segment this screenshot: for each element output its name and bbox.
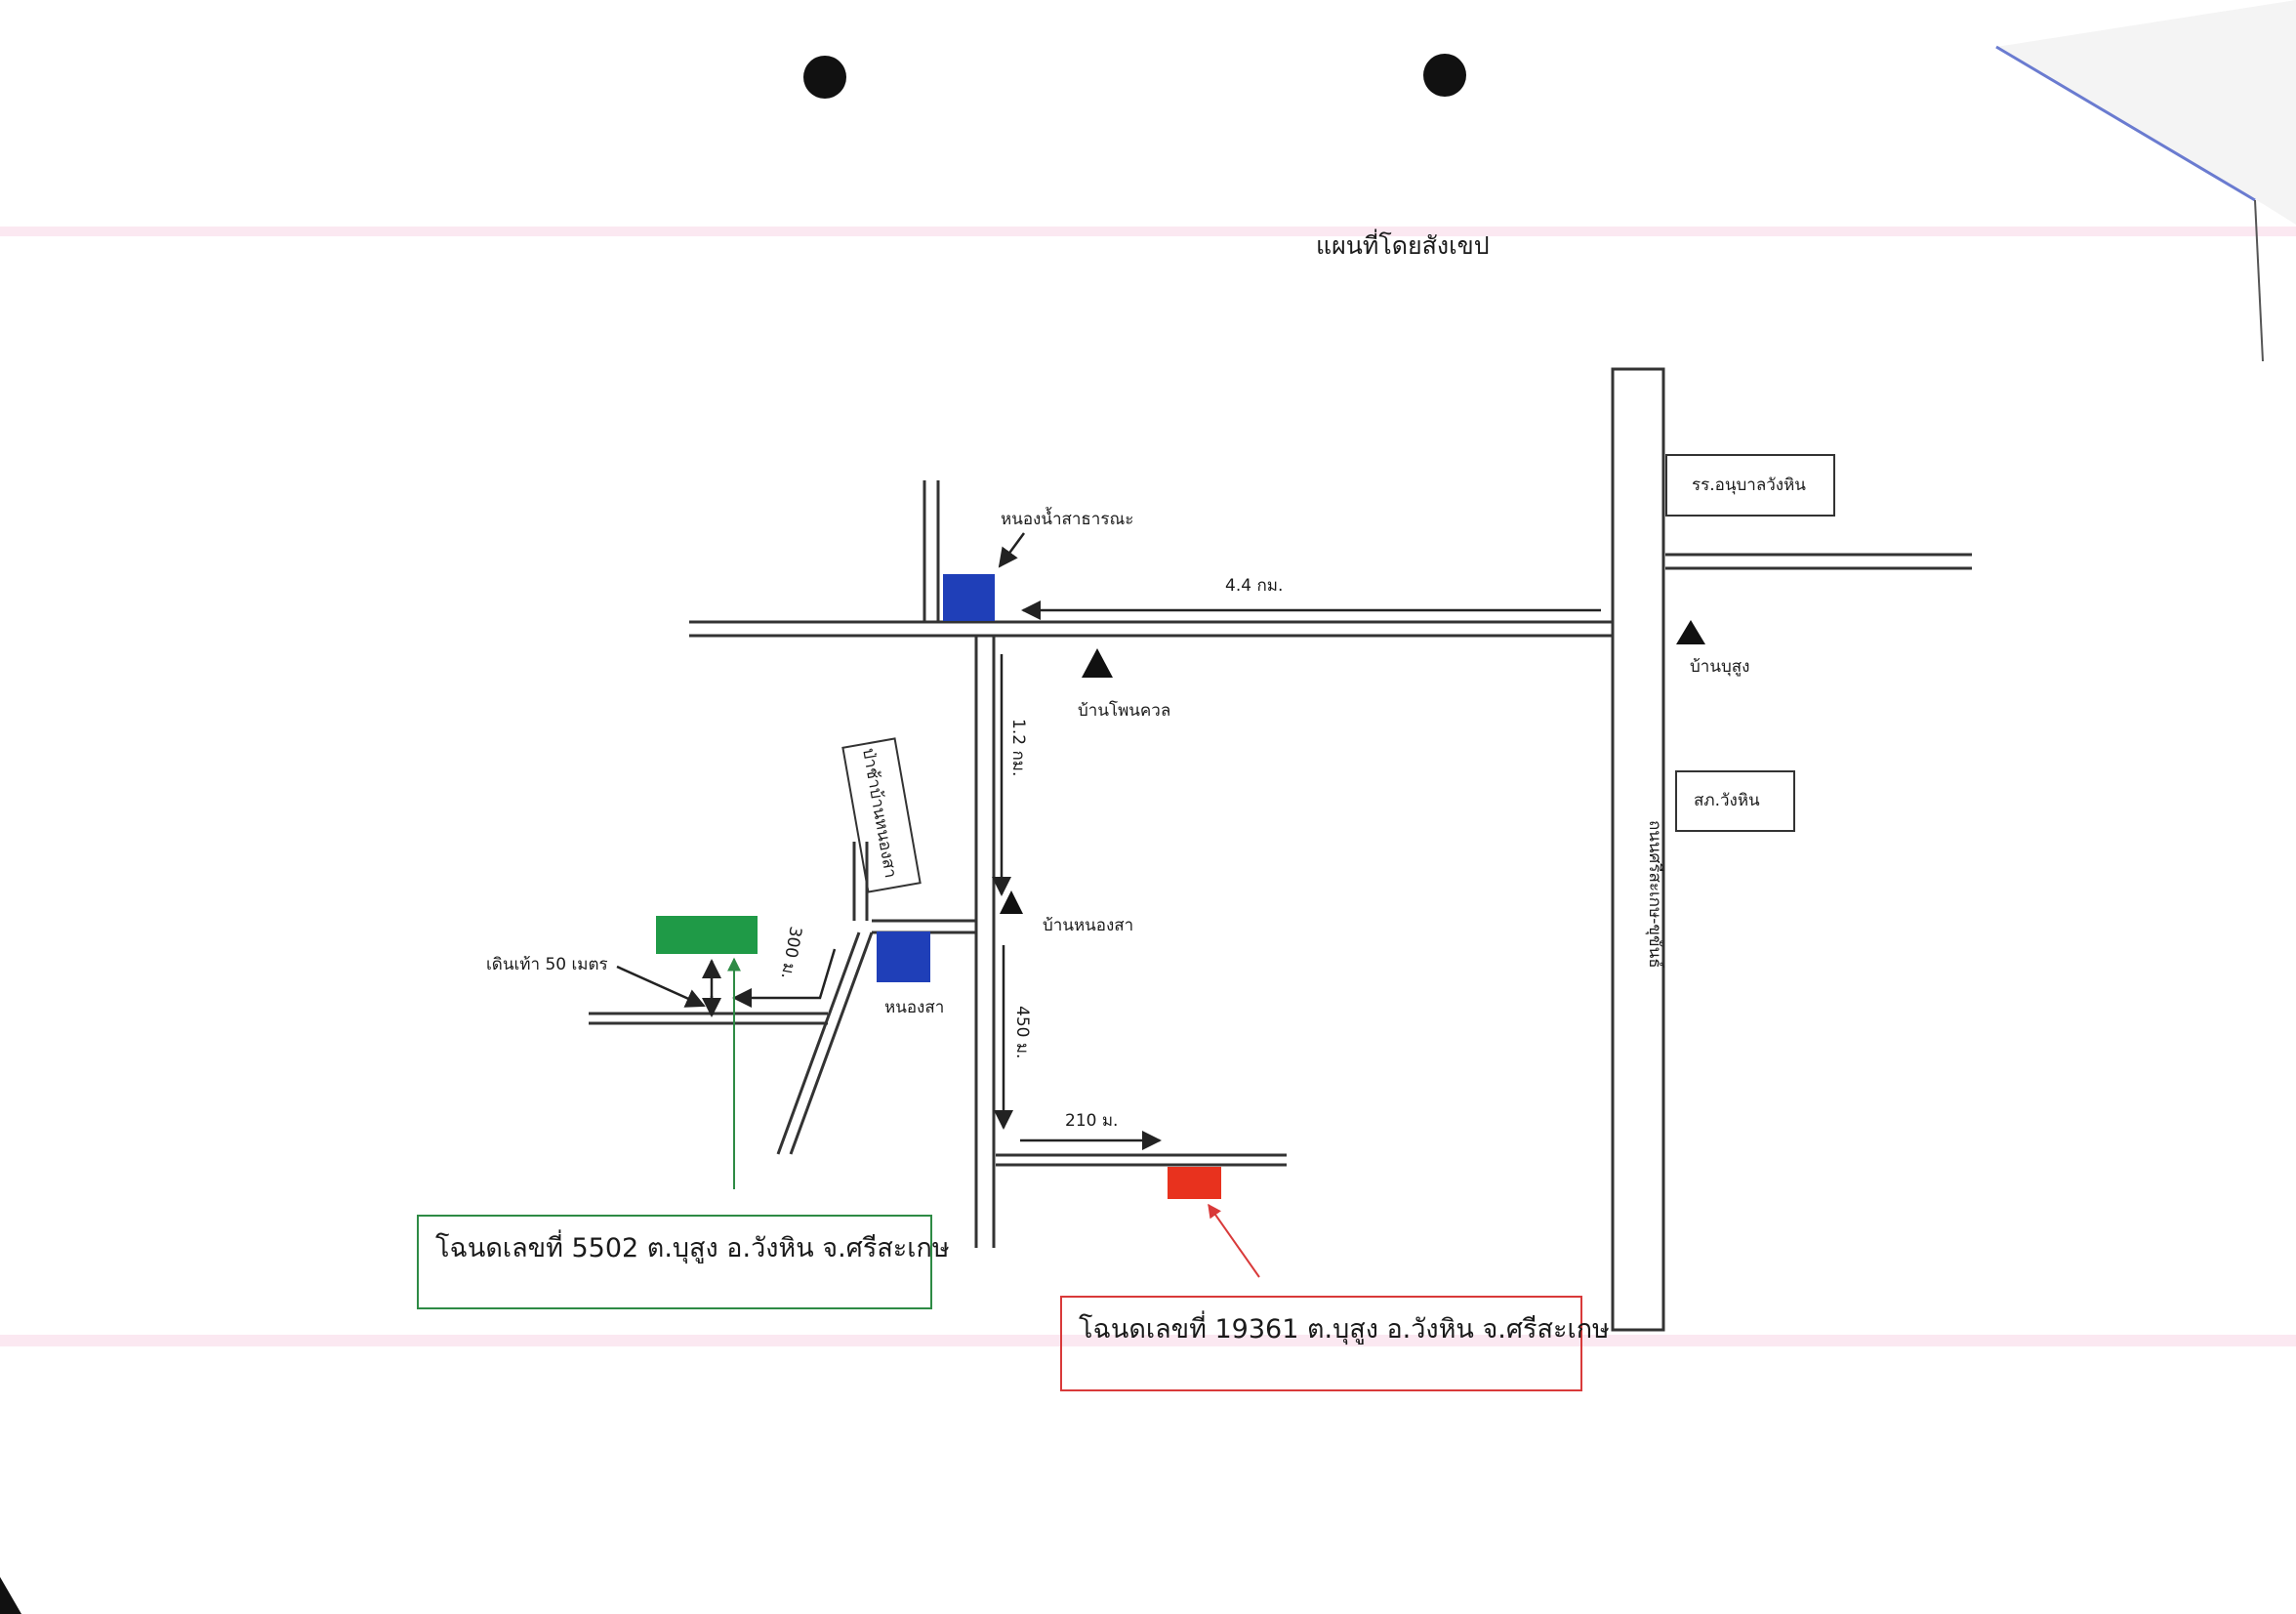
pond-pointer — [998, 532, 1026, 568]
police-label: สภ.วังหิน — [1694, 791, 1760, 810]
red-plot — [1168, 1167, 1221, 1199]
police-box — [1675, 770, 1795, 832]
school-box — [1665, 454, 1835, 517]
folded-corner-edge — [1995, 45, 2256, 202]
map-title: แผนที่โดยสังเขป — [1316, 228, 1490, 260]
green-plot — [656, 916, 758, 954]
punch-hole — [803, 56, 846, 99]
scan-band — [0, 1335, 2296, 1346]
cemetery-label: ป่าช้าบ้านหนองสา — [858, 747, 900, 880]
distance-300m: 300 ม. — [777, 925, 805, 980]
school-label: รร.อนุบาลวังหิน — [1692, 476, 1806, 495]
walk-pointer — [616, 965, 706, 1008]
public-pond-label: หนองน้ำสาธารณะ — [1001, 507, 1133, 529]
folded-corner — [1996, 0, 2296, 225]
village-marker — [1000, 890, 1023, 914]
scan-band — [0, 227, 2296, 236]
ban-phon-khuan-label: บ้านโพนควล — [1078, 700, 1170, 721]
village-marker — [1082, 648, 1113, 678]
distance-210m: 210 ม. — [1065, 1111, 1118, 1131]
diagonal-road — [789, 931, 874, 1155]
distance-1-2km: 1.2 กม. — [1008, 719, 1028, 776]
distance-450m: 450 ม. — [1012, 1006, 1032, 1058]
red-deed-pointer — [1208, 1203, 1260, 1278]
ban-nong-sa-label: บ้านหนองสา — [1043, 916, 1133, 935]
public-pond — [943, 574, 995, 621]
highway — [1611, 367, 1665, 1332]
highway-label: ถนนศรีสะเกษ-ขุขันธ์ — [1645, 820, 1664, 969]
red-deed-box — [1060, 1296, 1582, 1391]
green-deed-label: โฉนดเลขที่ 5502 ต.บุสูง อ.วังหิน จ.ศรีสะ… — [435, 1229, 950, 1264]
nong-sa-pond — [877, 931, 930, 982]
ban-bu-sung-label: บ้านบุสูง — [1690, 657, 1749, 677]
green-deed-box — [417, 1215, 932, 1309]
distance-4-4km: 4.4 กม. — [1225, 576, 1283, 596]
scan-corner — [0, 1577, 21, 1614]
page-edge — [2254, 199, 2264, 362]
red-deed-label: โฉนดเลขที่ 19361 ต.บุสูง อ.วังหิน จ.ศรีส… — [1079, 1310, 1610, 1345]
nong-sa-label: หนองสา — [884, 998, 944, 1017]
walk-50m-label: เดินเท้า 50 เมตร — [486, 955, 608, 974]
distance-arrow — [732, 948, 837, 1008]
village-marker — [1676, 620, 1705, 644]
diagonal-road — [776, 931, 861, 1155]
punch-hole — [1423, 54, 1466, 97]
